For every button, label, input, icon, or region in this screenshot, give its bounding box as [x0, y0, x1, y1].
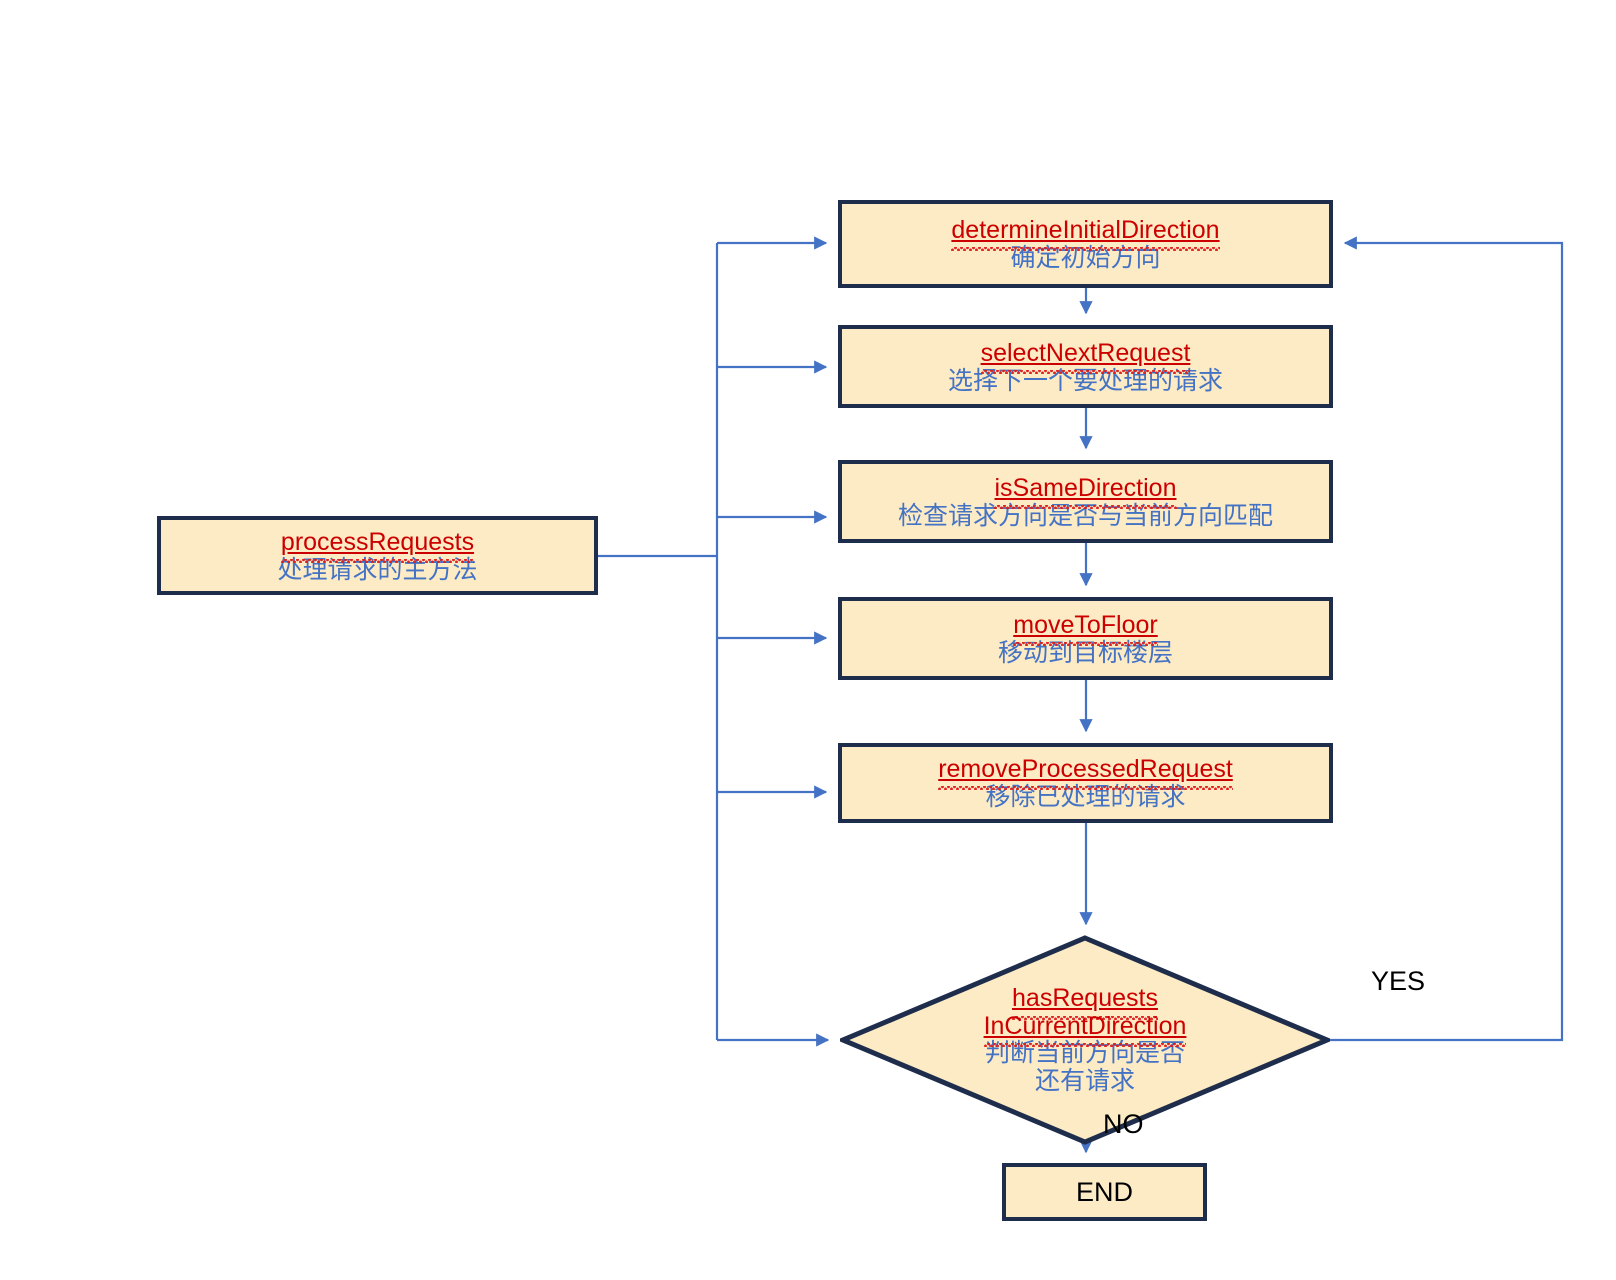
node-process-requests[interactable]: processRequests 处理请求的主方法 [157, 516, 598, 595]
decision-desc-line2: 还有请求 [1034, 1066, 1135, 1095]
spellcheck-squiggle-icon [951, 247, 1220, 251]
node-determine-initial-direction[interactable]: determineInitialDirection 确定初始方向 [838, 200, 1333, 288]
spellcheck-squiggle-icon [938, 786, 1233, 790]
node-move-to-floor[interactable]: moveToFloor 移动到目标楼层 [838, 597, 1333, 680]
spellcheck-squiggle-icon [980, 369, 1191, 374]
node-decision-has-requests[interactable]: hasRequests InCurrentDirection 判断当前方向是否 … [840, 935, 1330, 1145]
decision-text-block: hasRequests InCurrentDirection 判断当前方向是否 … [840, 935, 1330, 1145]
node-remove-processed-request-title: removeProcessedRequest [938, 755, 1233, 790]
node-end[interactable]: END [1002, 1163, 1207, 1221]
node-is-same-direction[interactable]: isSameDirection 检查请求方向是否与当前方向匹配 [838, 460, 1333, 543]
node-process-requests-title: processRequests [280, 528, 475, 563]
spellcheck-squiggle-icon [1012, 1015, 1158, 1020]
edge-yes-loopback [1330, 236, 1564, 1042]
node-is-same-direction-title: isSameDirection [994, 474, 1177, 509]
spellcheck-squiggle-icon [280, 558, 475, 563]
spellcheck-squiggle-icon [983, 1043, 1187, 1047]
decision-diamond-shape [840, 935, 1330, 1145]
node-move-to-floor-title: moveToFloor [1013, 611, 1158, 646]
node-end-label: END [1075, 1176, 1133, 1207]
node-determine-initial-direction-title: determineInitialDirection [951, 216, 1220, 251]
decision-title-line2: InCurrentDirection [983, 1012, 1187, 1047]
edge-label-no: NO [1103, 1109, 1144, 1139]
node-remove-processed-request[interactable]: removeProcessedRequest 移除已处理的请求 [838, 743, 1333, 823]
spellcheck-squiggle-icon [994, 504, 1177, 509]
edge-label-yes: YES [1371, 966, 1426, 996]
node-select-next-request[interactable]: selectNextRequest 选择下一个要处理的请求 [838, 325, 1333, 408]
decision-title-line1: hasRequests [1012, 984, 1158, 1020]
node-select-next-request-title: selectNextRequest [980, 339, 1191, 374]
spellcheck-squiggle-icon [1013, 641, 1158, 646]
